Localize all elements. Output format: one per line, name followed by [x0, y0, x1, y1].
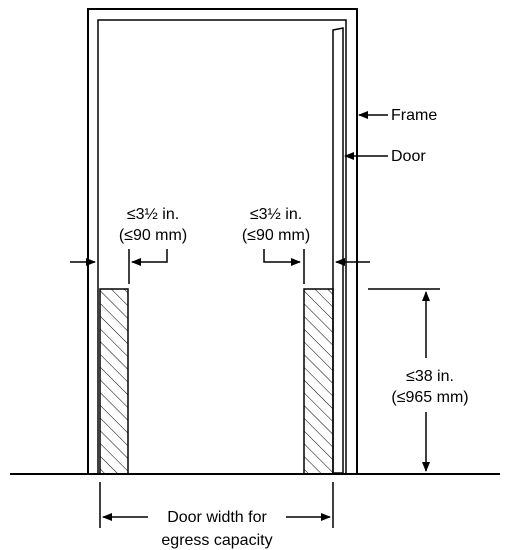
right-gap-label-line1: ≤3½ in. — [250, 206, 302, 223]
frame-outer — [87, 8, 358, 474]
height-label-line2: (≤965 mm) — [391, 389, 468, 406]
frame-inner — [97, 19, 347, 474]
left-projection-zone — [99, 288, 129, 475]
left-gap-label-line2: (≤90 mm) — [119, 227, 187, 244]
left-gap-label-line1: ≤3½ in. — [127, 206, 179, 223]
right-projection-zone — [303, 288, 334, 475]
door-label: Door — [391, 148, 426, 165]
width-label-line1: Door width for — [167, 509, 267, 526]
width-label-line2: egress capacity — [161, 532, 272, 549]
frame-label: Frame — [391, 107, 437, 124]
left-gap-arrow-right — [131, 249, 168, 266]
height-label-line1: ≤38 in. — [406, 368, 454, 385]
right-gap-label-line2: (≤90 mm) — [242, 227, 310, 244]
right-gap-arrow-left — [263, 249, 301, 266]
door-leaf — [332, 27, 344, 474]
